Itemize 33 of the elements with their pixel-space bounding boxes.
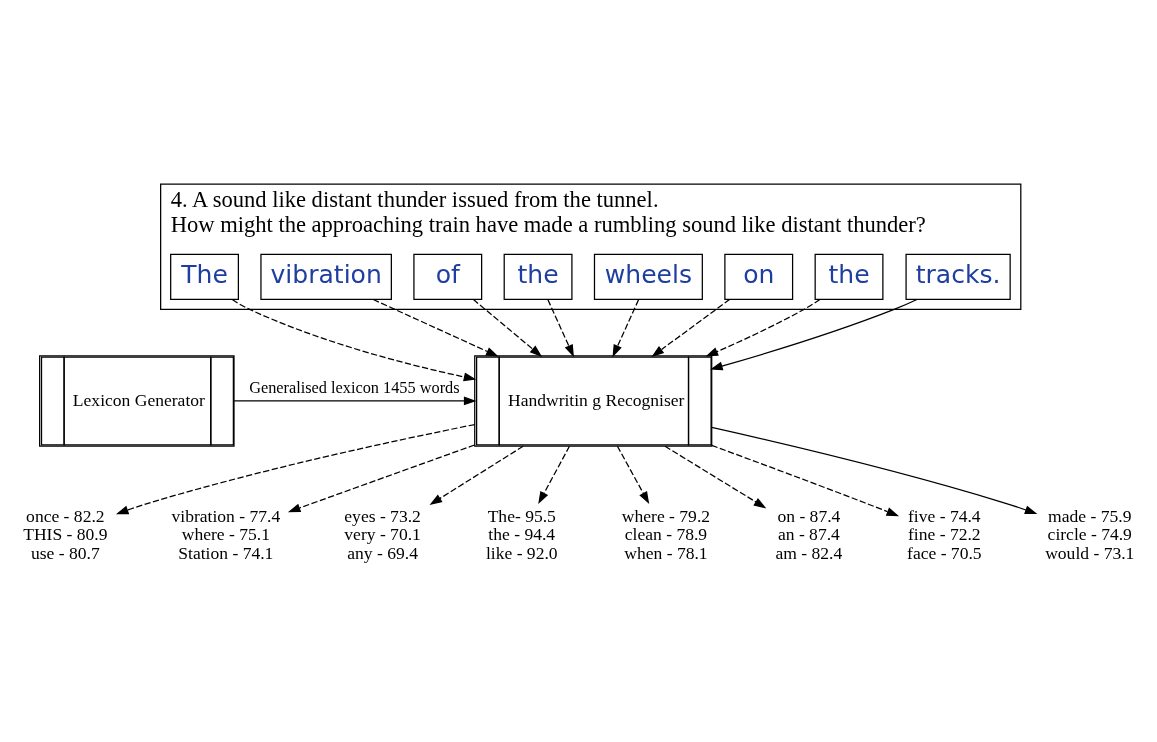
arrow <box>710 298 918 370</box>
arrow <box>231 298 477 381</box>
node-text: The- 95.5 the - 94.4 like - 92.0 <box>485 505 558 563</box>
arrow <box>372 298 499 357</box>
node-text: eyes - 73.2 very - 70.1 any - 69.4 <box>344 505 421 563</box>
node-text: vibration - 77.4 where - 75.1 Station - 74.1 <box>171 505 281 563</box>
node-text: five - 74.4 fine - 72.2 face - 70.5 <box>907 505 982 563</box>
arrow <box>705 298 821 357</box>
arrow <box>616 445 650 504</box>
node-box: the <box>503 253 573 300</box>
node-text: on - 87.4 an - 87.4 am - 82.4 <box>775 505 843 563</box>
node-text: once - 82.2 THIS - 80.9 use - 80.7 <box>23 505 108 563</box>
arrow <box>547 298 574 357</box>
arrow <box>233 396 477 405</box>
node-text: made - 75.9 circle - 74.9 would - 73.1 <box>1045 505 1135 563</box>
node-box: the <box>814 253 884 300</box>
arrow <box>651 298 731 357</box>
node-box: The <box>170 253 239 300</box>
arrow <box>664 445 767 508</box>
arrow <box>287 443 476 512</box>
node-text: where - 79.2 clean - 78.9 when - 78.1 <box>621 505 711 563</box>
node-box: of <box>413 253 483 300</box>
arrow <box>472 298 543 357</box>
node-box: wheels <box>593 253 703 300</box>
node-box: tracks. <box>905 253 1011 300</box>
arrow <box>711 444 900 516</box>
arrow <box>538 445 571 504</box>
node-box: vibration <box>260 253 392 300</box>
arrow <box>429 445 524 505</box>
arrow <box>115 423 476 514</box>
node-box: on <box>724 253 794 300</box>
edge-label: Generalised lexicon 1455 words <box>249 377 460 397</box>
arrow <box>711 426 1038 514</box>
